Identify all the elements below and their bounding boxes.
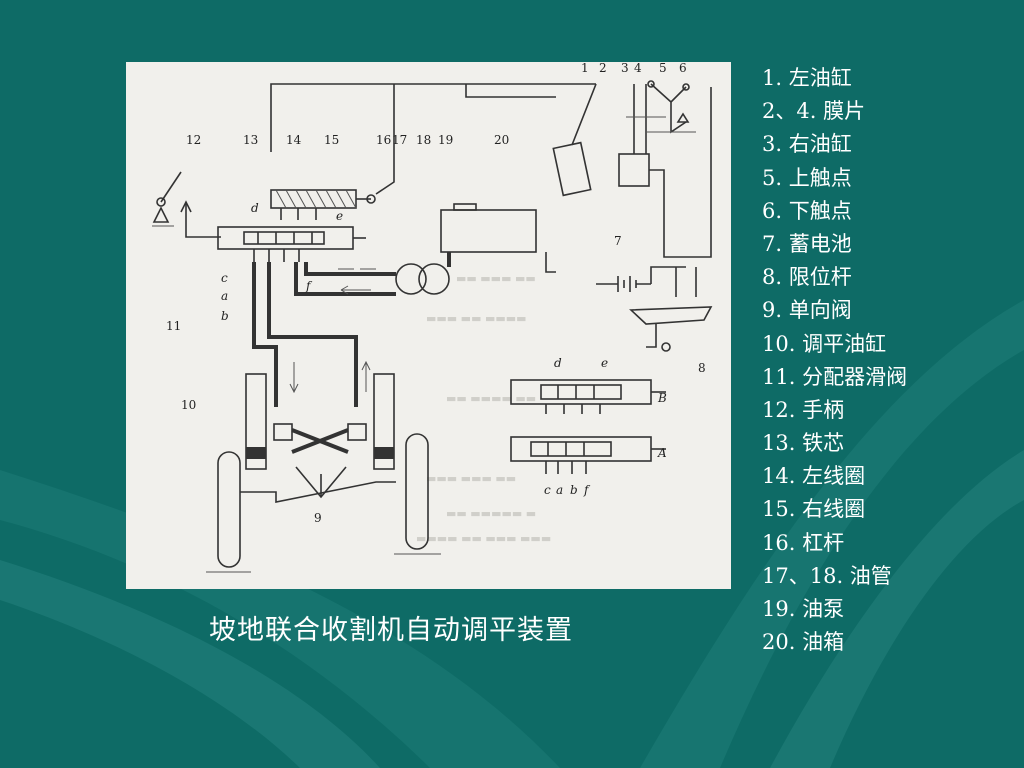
label-13: 13 [243,133,258,147]
label-b-detail: b [570,483,578,497]
label-e-detail: e [601,356,608,370]
svg-text:▬▬▬ ▬▬▬ ▬▬: ▬▬▬ ▬▬▬ ▬▬ [426,472,516,485]
legend-item: 10. 调平油缸 [762,331,887,356]
distributor-valve-11 [217,226,366,262]
label-1: 1 [581,62,589,75]
label-12: 12 [186,133,201,147]
label-a: a [221,289,228,303]
leveling-device-diagram: ▬▬ ▬▬▬ ▬▬ ▬▬▬ ▬▬ ▬▬▬▬ ▬▬ ▬▬▬▬ ▬▬ ▬▬▬ ▬▬▬… [126,62,731,589]
valve-detail-A [510,436,666,474]
label-6: 6 [679,62,687,75]
pipe-right-down [267,262,358,407]
label-d: d [251,201,259,215]
legend-item: 9. 单向阀 [762,298,852,323]
label-17: 17 [392,133,407,147]
label-19: 19 [438,133,453,147]
svg-text:▬▬▬ ▬▬ ▬▬▬▬: ▬▬▬ ▬▬ ▬▬▬▬ [426,312,527,325]
legend-item: 12. 手柄 [762,397,845,422]
label-3: 3 [621,62,629,75]
label-a-detail: a [556,483,563,497]
label-2: 2 [599,62,607,75]
label-8: 8 [698,361,706,375]
label-f-detail: f [583,483,591,497]
battery-7 [596,276,651,292]
label-A: A [657,446,667,460]
legend-item: 6. 下触点 [762,198,852,223]
pipe-18 [294,262,396,296]
label-b: b [221,309,229,323]
cylinders-1-3 [552,83,650,197]
check-valves-9 [273,423,367,499]
arrow-up [361,360,371,392]
control-wire-top [270,83,596,152]
pipe-left-down [252,262,278,407]
leveling-cylinders-10 [245,373,395,470]
legend-item: 16. 杠杆 [762,530,845,555]
legend-item: 19. 油泵 [762,597,845,621]
legend-item: 14. 左线圈 [762,464,866,489]
pump-19 [395,263,450,295]
label-f: f [305,279,313,293]
legend-item: 8. 限位杆 [762,265,852,290]
legend-item: 7. 蓄电池 [762,231,852,256]
label-20: 20 [494,133,509,147]
tank-link [545,252,556,273]
label-c: c [221,271,228,285]
svg-text:▬▬ ▬▬▬▬ ▬▬: ▬▬ ▬▬▬▬ ▬▬ [446,392,536,405]
label-7: 7 [614,234,622,248]
limit-lever-8 [629,267,713,352]
lever-16 [375,84,395,195]
figure-caption: 坡地联合收割机自动调平装置 [209,615,573,646]
legend-item: 17、18. 油管 [762,563,892,588]
label-e: e [336,209,343,223]
pipe-17 [304,262,396,276]
svg-text:▬▬▬▬ ▬▬ ▬▬▬ ▬▬▬: ▬▬▬▬ ▬▬ ▬▬▬ ▬▬▬ [416,532,551,545]
oil-tank-20 [440,203,537,253]
control-wire-top-2 [465,84,556,98]
svg-text:▬▬ ▬▬▬▬▬ ▬: ▬▬ ▬▬▬▬▬ ▬ [446,507,536,520]
legend-item: 1. 左油缸 [762,66,852,90]
label-10: 10 [181,398,196,412]
wire-right [649,87,712,258]
label-5: 5 [659,62,667,75]
battery-wire [650,266,686,284]
solenoid-coils [270,189,376,220]
legend-item: 13. 铁芯 [762,431,845,456]
parts-legend: 1. 左油缸 2、4. 膜片 3. 右油缸 5. 上触点 6. 下触点 7. 蓄… [762,62,907,659]
label-14: 14 [286,133,302,147]
arrow-down [289,362,299,394]
flow-arrow-left [340,285,371,295]
legend-item: 15. 右线圈 [762,497,866,522]
label-4: 4 [634,62,642,75]
legend-item: 3. 右油缸 [762,132,852,157]
diagram-svg: ▬▬ ▬▬▬ ▬▬ ▬▬▬ ▬▬ ▬▬▬▬ ▬▬ ▬▬▬▬ ▬▬ ▬▬▬ ▬▬▬… [126,62,731,589]
valve-detail-B [510,379,666,414]
label-15: 15 [324,133,339,147]
contacts-5-6 [626,80,696,134]
label-9: 9 [314,511,322,525]
legend-item: 2、4. 膜片 [762,99,866,124]
label-11: 11 [166,319,181,333]
svg-text:▬▬ ▬▬▬ ▬▬: ▬▬ ▬▬▬ ▬▬ [456,272,536,285]
legend-item: 11. 分配器滑阀 [762,364,908,389]
label-18: 18 [416,133,431,147]
label-B: B [657,391,667,405]
legend-item: 5. 上触点 [762,165,852,190]
label-16: 16 [376,133,391,147]
wheels [206,433,441,573]
handle-link [185,202,221,238]
label-d-detail: d [554,356,562,370]
label-c-detail: c [544,483,551,497]
legend-item: 20. 油箱 [762,630,845,655]
